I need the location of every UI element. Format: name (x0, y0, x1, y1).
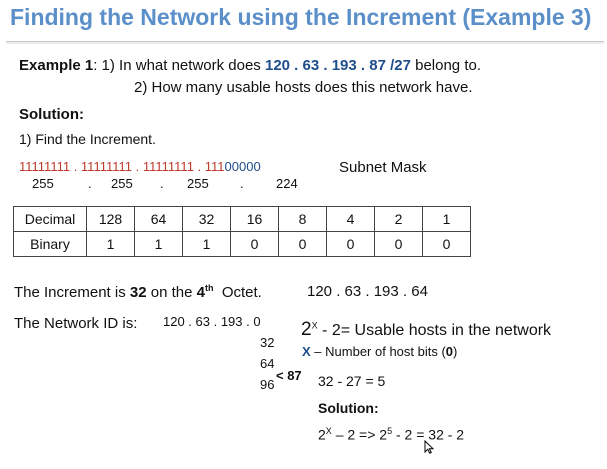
table-cell: 64 (134, 206, 183, 232)
x-label: X (302, 344, 311, 359)
ip-address: 120 . 63 . 193 . 87 /27 (264, 57, 411, 74)
mouse-pointer-icon (424, 440, 434, 454)
usable-hosts-formula: 2X - 2= Usable hosts in the network (301, 319, 551, 341)
network-start: 120 . 63 . 193 . 0 (163, 314, 261, 329)
mask-zeros: 00000 (224, 159, 261, 174)
table-cell: 32 (182, 206, 231, 232)
table-cell: 1 (86, 231, 135, 257)
table-cell: 0 (422, 231, 471, 257)
table-cell: 2 (374, 206, 423, 232)
table-row: Decimal 128 64 32 16 8 4 2 1 (13, 206, 471, 232)
table-cell: 1 (422, 206, 471, 232)
example-label: Example 1 (19, 57, 94, 74)
octet-number: 4th (196, 283, 214, 301)
mask-decimal-1: 255 (32, 176, 54, 191)
x-desc-suffix: ) (453, 344, 458, 359)
table-cell: 0 (278, 231, 327, 257)
network-step: 64 (260, 356, 275, 371)
table-cell: 1 (134, 231, 183, 257)
row-label-decimal: Decimal (13, 206, 87, 232)
increment-value: 32 (129, 284, 147, 301)
table-cell: 16 (230, 206, 279, 232)
table-cell: 0 (374, 231, 423, 257)
mask-ones: 11111111 . 11111111 . 11111111 . 111 (19, 159, 225, 174)
table-cell: 1 (182, 231, 231, 257)
title-divider-shadow (6, 42, 604, 44)
less-than-marker: < 87 (276, 368, 302, 383)
mask-decimal-2: 255 (111, 176, 133, 191)
x-desc-prefix: – Number of host bits ( (314, 344, 446, 359)
table-cell: 0 (230, 231, 279, 257)
increment-prefix: The Increment is (14, 284, 126, 301)
increment-line: The Increment is 32 on the 4th Octet. (14, 283, 262, 301)
question-line-2: 2) How many usable hosts does this netwo… (134, 79, 473, 96)
table-cell: 0 (326, 231, 375, 257)
solution-heading: Solution: (19, 106, 84, 123)
host-bits-calc: 32 - 27 = 5 (318, 373, 386, 389)
formula-base: 2 (301, 319, 312, 340)
subnet-mask-binary: 11111111 . 11111111 . 11111111 . 1110000… (19, 159, 261, 174)
title-divider (6, 41, 604, 42)
question-1-suffix: belong to. (415, 57, 481, 74)
network-step: 32 (260, 335, 275, 350)
formula-exponent: X (311, 320, 318, 331)
table-cell: 4 (326, 206, 375, 232)
increment-middle: on the (150, 284, 193, 301)
mask-dot-1: . (88, 176, 92, 191)
table-row: Binary 1 1 1 0 0 0 0 0 (13, 231, 471, 257)
question-1-prefix: : 1) In what network does (93, 57, 261, 74)
binary-conversion-table: Decimal 128 64 32 16 8 4 2 1 Binary 1 1 … (13, 206, 471, 257)
table-cell: 128 (86, 206, 135, 232)
host-bits-note: X – Number of host bits (0) (302, 344, 457, 359)
x-value: 0 (445, 344, 454, 359)
network-id-label: The Network ID is: (14, 315, 138, 332)
increment-address: 120 . 63 . 193 . 64 (307, 283, 428, 300)
hosts-solution-heading: Solution: (318, 400, 379, 416)
page-title: Finding the Network using the Increment … (10, 4, 592, 30)
subnet-mask-label: Subnet Mask (339, 159, 427, 176)
mask-decimal-4: 224 (276, 176, 298, 191)
octet-word: Octet. (221, 284, 262, 301)
step-1: 1) Find the Increment. (19, 131, 156, 147)
table-cell: 8 (278, 206, 327, 232)
network-step: 96 (260, 377, 275, 392)
mask-dot-3: . (240, 176, 244, 191)
mask-dot-2: . (160, 176, 164, 191)
hosts-solution-formula: 2X – 2 => 25 - 2 = 32 - 2 (318, 426, 465, 443)
formula-text: - 2= Usable hosts in the network (322, 322, 552, 339)
row-label-binary: Binary (13, 231, 87, 257)
question-line-1: Example 1: 1) In what network does 120 .… (19, 57, 481, 74)
mask-decimal-3: 255 (187, 176, 209, 191)
